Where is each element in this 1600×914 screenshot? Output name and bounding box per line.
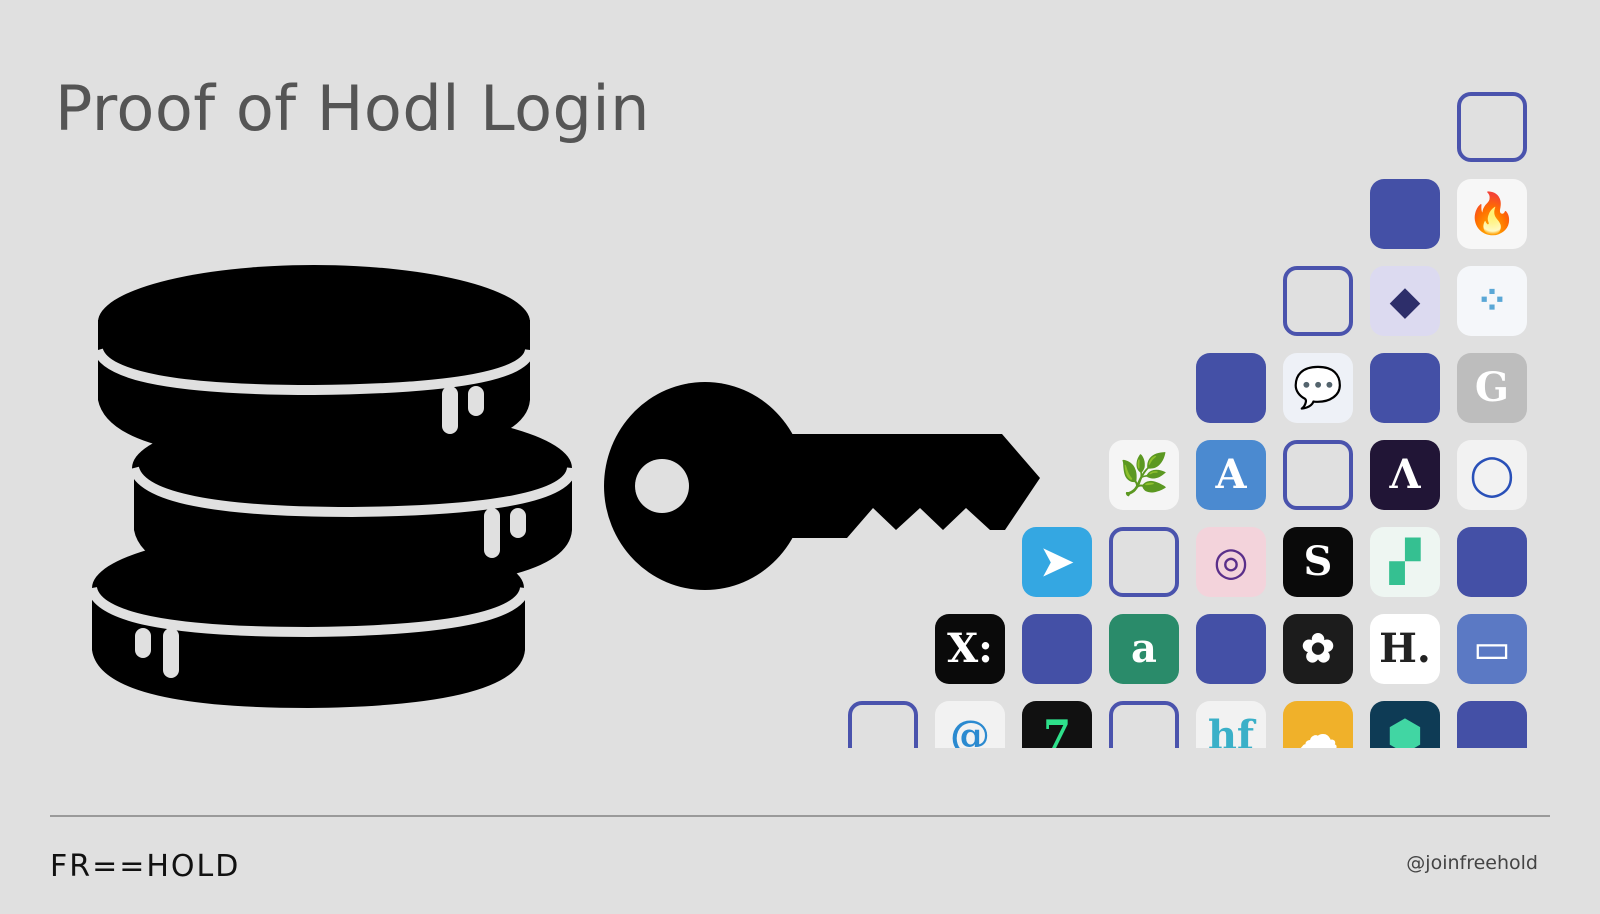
cloud-app-icon: ☁ [1283,701,1353,748]
tile-solid [1370,179,1440,249]
hf-app-icon: hf [1196,701,1266,748]
key-icon [604,382,1040,590]
tile-solid [1196,353,1266,423]
aperture-app-icon: ◎ [1196,527,1266,597]
flower-app-icon: ✿ [1283,614,1353,684]
social-handle: @joinfreehold [1406,852,1538,874]
tile-solid [1370,353,1440,423]
brand-logo: FR==HOLD [50,849,241,884]
coin-stack-icon [87,265,577,708]
lambda-app-icon: Λ [1370,440,1440,510]
g-app-icon: G [1457,353,1527,423]
s-app-icon: S [1283,527,1353,597]
hex-app-icon: ⬢ [1370,701,1440,748]
tile-outline [1109,701,1179,748]
footer-divider [50,815,1550,817]
tile-outline [1283,440,1353,510]
hero-illustration [87,265,1040,708]
seven-app-icon: 7 [1022,701,1092,748]
cubes-app-icon: ◆ [1370,266,1440,336]
tile-outline [1283,266,1353,336]
wallet-app-icon: ▭ [1457,614,1527,684]
tile-solid [1196,614,1266,684]
swirl-app-icon: @ [935,701,1005,748]
slide-title: Proof of Hodl Login [55,72,650,145]
leaf-app-icon: 🌿 [1109,440,1179,510]
telegram-app-icon: ➤ [1022,527,1092,597]
x-app-icon: X: [935,614,1005,684]
h-app-icon: H. [1370,614,1440,684]
a-lower-app-icon: a [1109,614,1179,684]
tile-outline [1457,92,1527,162]
tile-solid [1457,527,1527,597]
stairs-app-icon: ▞ [1370,527,1440,597]
dots-app-icon: ⁘ [1457,266,1527,336]
ring-app-icon: ◯ [1457,440,1527,510]
app-icon-grid: 🔥◆⁘ 💬 G 🌿A Λ◯ ➤ ◎S▞ X: a ✿H.▭ @7 hf ☁ ⬢ [840,88,1532,748]
tile-solid [1457,701,1527,748]
a-app-icon: A [1196,440,1266,510]
tile-outline [848,701,918,748]
tile-solid [1022,614,1092,684]
chat-app-icon: 💬 [1283,353,1353,423]
flame-app-icon: 🔥 [1457,179,1527,249]
tile-outline [1109,527,1179,597]
